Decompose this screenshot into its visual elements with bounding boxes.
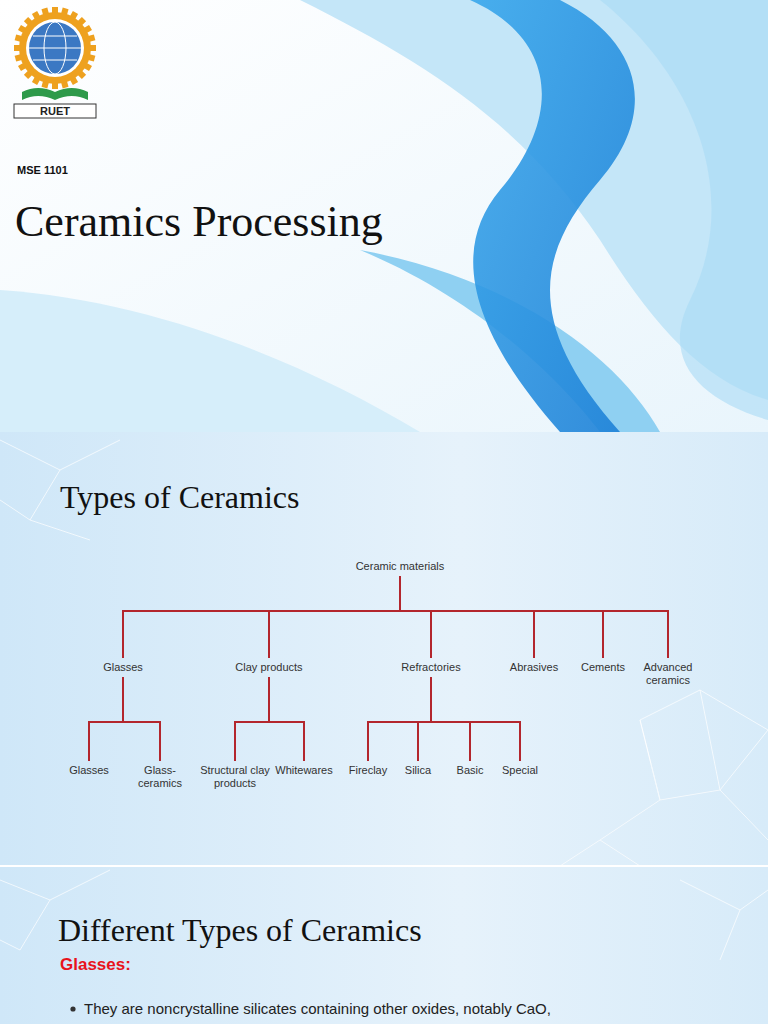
node-text: Ceramic materials — [340, 560, 460, 573]
tree-connector — [431, 677, 470, 761]
tree-item: Silica — [396, 764, 440, 777]
node-text: Structural clay products — [195, 764, 275, 790]
title-slide-ground — [0, 0, 768, 432]
tree-item: Glass-ceramics — [133, 764, 188, 790]
tree-connector — [269, 677, 304, 761]
tree-item: Clay products — [224, 661, 314, 674]
tree-connector — [123, 576, 400, 658]
tree-connector — [400, 576, 603, 658]
tree-item: Whitewares — [269, 764, 339, 777]
slide-title: Types of Ceramics — [60, 477, 299, 517]
tree-connector — [400, 576, 668, 658]
node-text: Advanced ceramics — [638, 661, 698, 687]
text-slide-ground — [0, 866, 768, 1024]
tree-connector — [235, 677, 269, 761]
node-text: Glasses — [88, 661, 158, 674]
tree-item: Abrasives — [499, 661, 569, 674]
swirl — [0, 290, 420, 432]
tree-connector — [418, 677, 431, 761]
tree-item: Glasses — [88, 661, 158, 674]
node-text: Clay products — [224, 661, 314, 674]
tree-item: Glasses — [64, 764, 114, 777]
tree-item: Fireclay — [343, 764, 393, 777]
node-text: Fireclay — [343, 764, 393, 777]
diagram-slide-ground — [0, 432, 768, 866]
node-text: Whitewares — [269, 764, 339, 777]
tree-item: Special — [495, 764, 545, 777]
tree-connector — [123, 677, 160, 761]
tree-connector — [368, 677, 431, 761]
network-texture — [0, 440, 768, 866]
swirl — [600, 0, 768, 420]
slide-title: Different Types of Ceramics — [58, 910, 422, 950]
logo-banner-text: RUET — [14, 105, 96, 117]
node-text: Refractories — [391, 661, 471, 674]
tree-connector — [431, 677, 520, 761]
node-text: Abrasives — [499, 661, 569, 674]
university-logo — [14, 7, 96, 118]
tree-item: Ceramic materials — [340, 560, 460, 573]
bullet-dot — [70, 1006, 75, 1011]
swirl-ribbon — [470, 0, 635, 432]
tree-connector — [400, 576, 431, 658]
course-code: MSE 1101 — [17, 163, 68, 177]
tree-item: Structural clay products — [195, 764, 275, 790]
node-text: Glasses — [64, 764, 114, 777]
network-texture — [0, 870, 768, 960]
tree-item: Advanced ceramics — [638, 661, 698, 687]
node-text: Glass-ceramics — [133, 764, 188, 790]
tree-item: Refractories — [391, 661, 471, 674]
bullet-text: They are noncrystalline silicates contai… — [84, 1000, 551, 1018]
tree-item: Basic — [448, 764, 492, 777]
tree-connector — [400, 576, 534, 658]
tree-connector — [269, 576, 400, 658]
node-text: Cements — [573, 661, 633, 674]
tree-connector — [89, 677, 123, 761]
node-text: Silica — [396, 764, 440, 777]
node-text: Special — [495, 764, 545, 777]
slide-title: Ceramics Processing — [15, 196, 383, 248]
section-heading: Glasses: — [60, 954, 131, 976]
tree-item: Cements — [573, 661, 633, 674]
node-text: Basic — [448, 764, 492, 777]
